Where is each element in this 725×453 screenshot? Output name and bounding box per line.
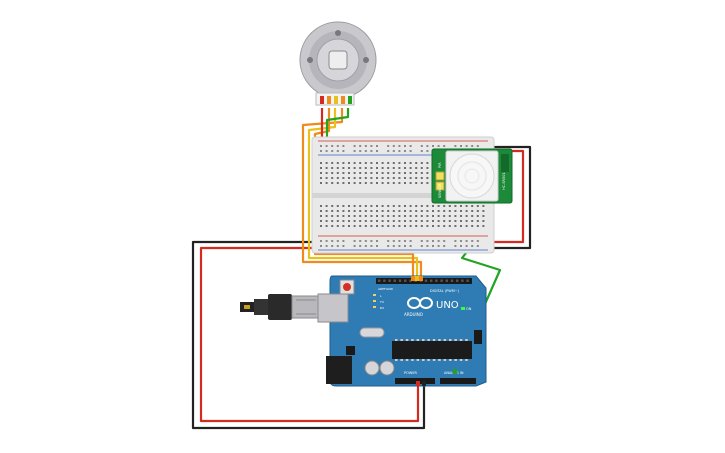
wire-ends — [411, 276, 457, 386]
usb-tip-metal — [244, 305, 250, 309]
on-led — [461, 307, 465, 310]
dc-motor[interactable] — [299, 21, 377, 106]
aref-label: AREF — [378, 287, 386, 291]
usb-cable[interactable] — [240, 294, 321, 320]
pir-right-label: HC-SR501 — [502, 172, 506, 190]
pir-dome — [449, 153, 495, 199]
pir-pot-1[interactable] — [435, 171, 445, 181]
gnd-label: GND — [386, 287, 394, 291]
arduino-power-jack — [326, 356, 352, 384]
arduino-atmega-chip — [392, 341, 472, 359]
chip-pins — [395, 339, 468, 361]
motor-screw-2 — [363, 57, 369, 63]
motor-shaft — [328, 50, 348, 70]
digital-header-label: DIGITAL (PWM~) — [430, 289, 460, 293]
pir-pot-2[interactable] — [435, 181, 445, 191]
tx-label: TX — [379, 300, 384, 304]
breadboard-center-channel — [312, 193, 494, 198]
usb-plug-metal — [291, 295, 321, 319]
arduino-capacitor-2 — [379, 360, 395, 376]
arduino-model-label: UNO — [436, 300, 459, 311]
l-label: L — [380, 294, 382, 298]
power-header-label: POWER — [404, 371, 418, 375]
arduino-crystal — [359, 327, 385, 338]
arduino-usb-socket — [317, 293, 349, 323]
arduino-capacitor-1 — [364, 360, 380, 376]
on-led-label: ON — [466, 307, 472, 311]
wire-yellow-motor[interactable] — [307, 108, 419, 278]
arduino-icsp-header — [474, 330, 482, 344]
wire-orange-motor[interactable] — [301, 108, 423, 278]
arduino-brand-label: ARDUINO — [404, 312, 423, 317]
arduino-digital-header — [376, 278, 472, 284]
arduino-analog-header — [440, 378, 476, 384]
wire-green-motor[interactable] — [325, 108, 350, 147]
usb-strain — [254, 299, 268, 315]
pir-sensor[interactable]: PIR SENSOR HC-SR501 — [431, 148, 513, 204]
pir-left-label-1: PIR — [438, 162, 442, 168]
motor-screw-3 — [335, 30, 341, 36]
pir-left-label-2: SENSOR — [438, 183, 442, 198]
wire-red-outer[interactable] — [199, 246, 420, 423]
usb-plug-body — [268, 294, 292, 320]
arduino-power-header — [395, 378, 435, 384]
rx-label: RX — [380, 306, 384, 310]
arduino-uno[interactable]: UNO ARDUINO DIGITAL (PWM~) POWER ANALOG … — [317, 275, 487, 387]
arduino-logo — [407, 297, 433, 309]
wire-black-right[interactable] — [482, 145, 532, 250]
wire-black-outer[interactable] — [191, 240, 426, 430]
motor-screw-1 — [307, 57, 313, 63]
